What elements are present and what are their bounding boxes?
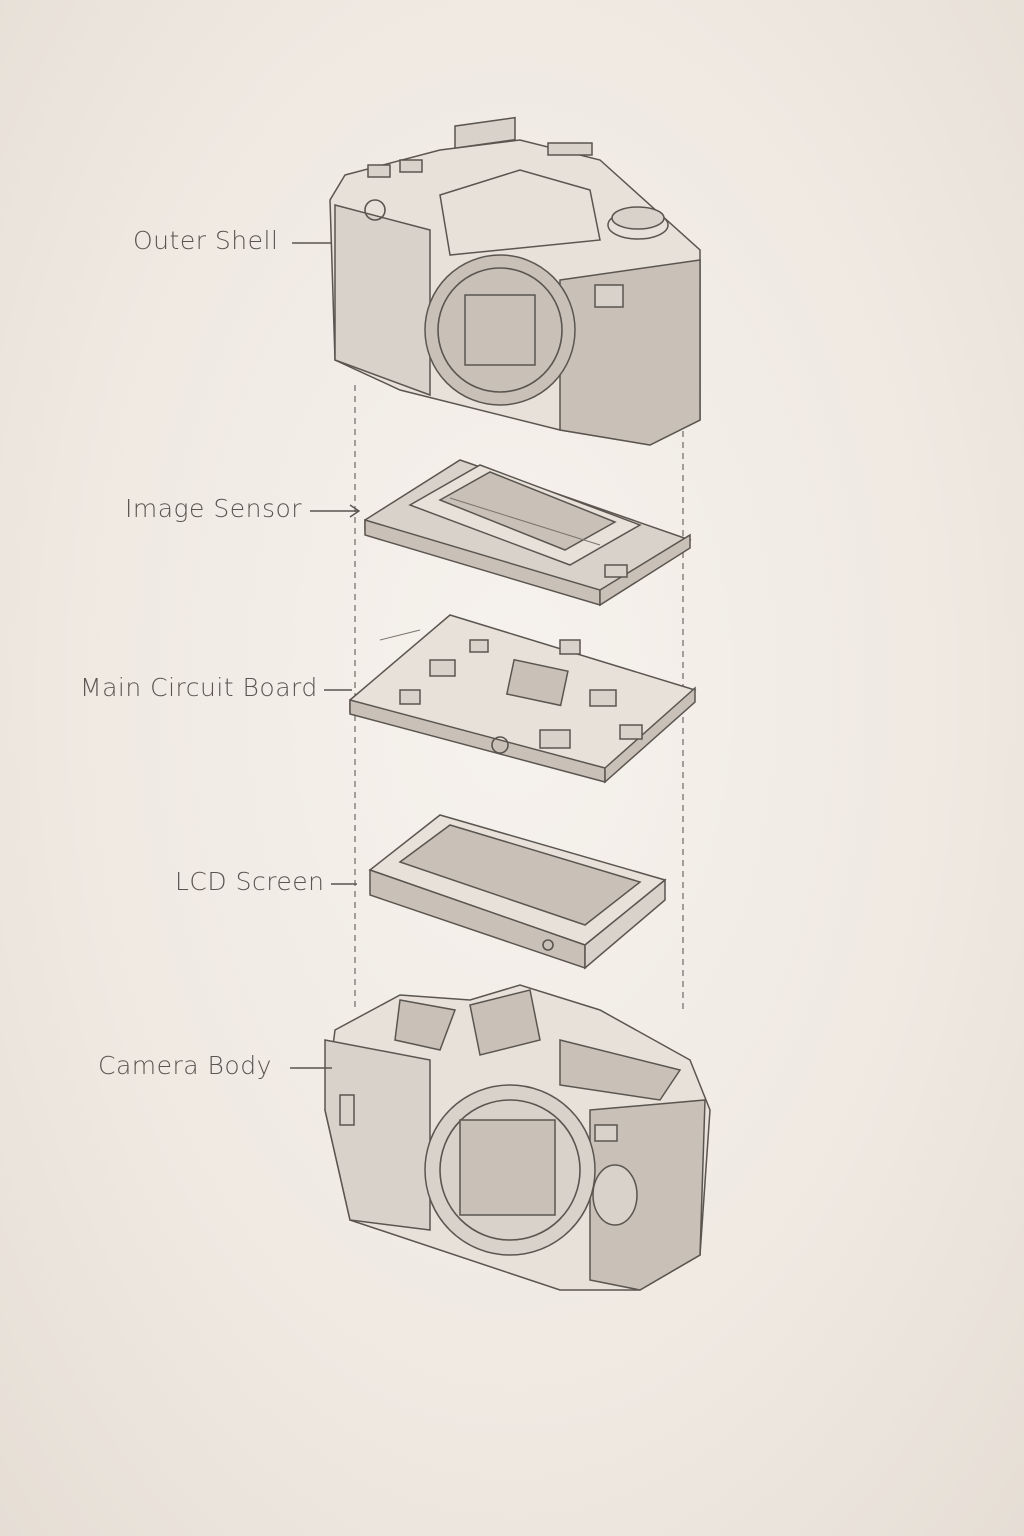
main-circuit-board-drawing	[349, 614, 697, 784]
label-lcd-screen: LCD Screen	[175, 867, 325, 896]
camera-body-drawing	[324, 984, 711, 1291]
label-main-circuit-board: Main Circuit Board	[80, 673, 318, 702]
label-camera-body: Camera Body	[98, 1051, 272, 1080]
label-image-sensor: Image Sensor	[125, 494, 303, 523]
outer-shell-drawing	[329, 116, 701, 446]
image-sensor-drawing	[364, 459, 692, 607]
label-outer-shell: Outer Shell	[133, 226, 279, 255]
arrow-head-icon	[349, 504, 361, 518]
lcd-screen-drawing	[368, 814, 667, 970]
